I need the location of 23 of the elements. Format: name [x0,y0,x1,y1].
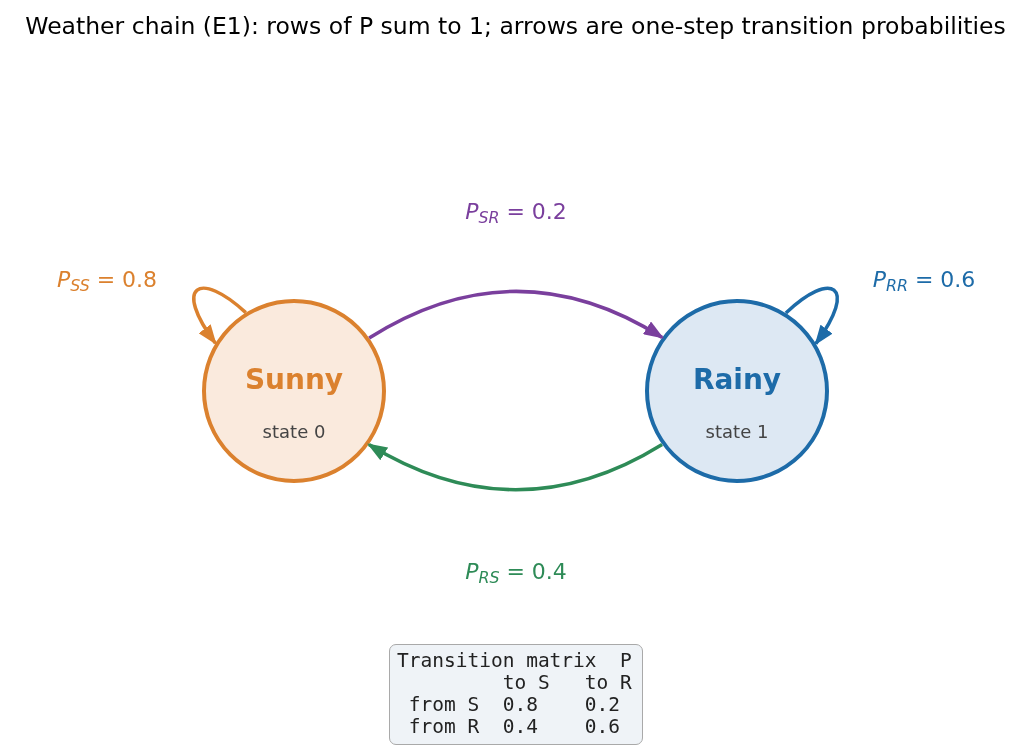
probability-value: 0.8 [502,694,538,716]
edge-label: P$_{SS}$ = 0.8 [56,265,158,295]
state-name: Sunny [243,363,345,397]
transition-arrow [368,289,664,340]
edge-label: P$_{SR}$ = 0.2 [465,197,567,227]
state-name: Rainy [691,363,783,397]
state-number: state 1 [704,421,770,443]
probability-value: 0.6 [584,716,621,738]
edge-label: P$_{RR}$ = 0.6 [872,265,976,295]
matrix-panel [389,644,643,745]
column-heading: to S [502,672,550,694]
self-loop-arrow [192,286,247,345]
edge-label: P$_{RS}$ = 0.4 [465,557,567,587]
row-heading: from R [408,716,480,738]
probability-value: 0.4 [502,716,538,738]
diagram-title: Weather chain (E1): rows of P sum to 1; arrows are one-step transition probabilities [24,11,1007,41]
state-number: state 0 [261,421,327,443]
transition-arrow [367,442,663,492]
matrix-heading: Transition matrix P [397,650,632,672]
probability-value: 0.2 [584,694,621,716]
column-heading: to R [584,672,632,694]
row-heading: from S [408,694,480,716]
self-loop-arrow [784,286,839,346]
